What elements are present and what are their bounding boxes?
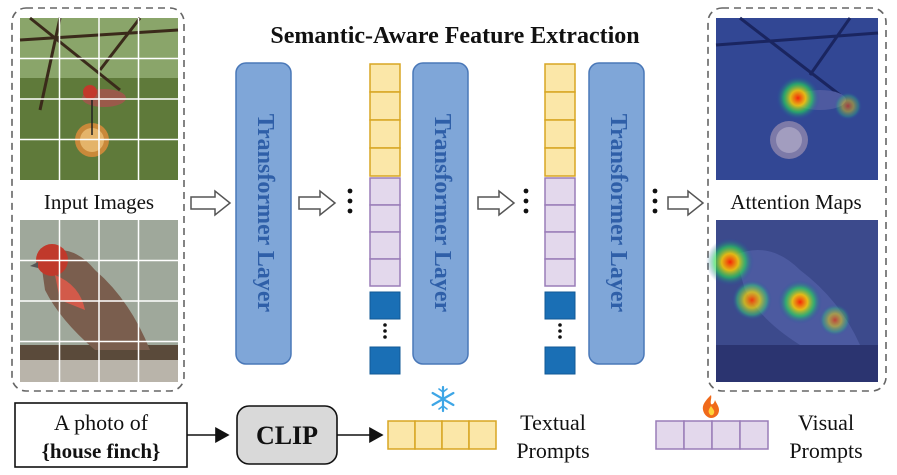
transformer-layer-2: Transformer Layer	[412, 62, 469, 365]
token-column-2	[544, 63, 576, 375]
input-image-2	[20, 220, 178, 382]
token-column-1	[369, 63, 401, 375]
flow-arrow-2	[298, 189, 337, 217]
visual-prompts-line-1: Visual	[798, 410, 854, 435]
clip-label: CLIP	[256, 421, 318, 450]
textual-prompts-line-1: Textual	[520, 410, 586, 435]
transformer-layer-3-label: Transformer Layer	[605, 114, 631, 313]
prompt-line-2: {house finch}	[42, 439, 161, 463]
input-image-1	[19, 16, 179, 180]
textual-prompts-line-2: Prompts	[516, 438, 589, 463]
diagram-title: Semantic-Aware Feature Extraction	[270, 23, 639, 49]
visual-prompts-line-2: Prompts	[789, 438, 862, 463]
prompt-text-box: A photo of {house finch}	[14, 402, 188, 468]
transformer-layer-3: Transformer Layer	[588, 62, 645, 365]
ellipsis-icon-2	[523, 188, 529, 214]
input-images-label: Input Images	[44, 190, 154, 214]
flow-arrow-1	[190, 189, 232, 217]
attention-map-1	[715, 16, 879, 180]
textual-prompt-tokens	[387, 420, 497, 450]
attention-map-2	[706, 220, 878, 382]
fire-icon	[702, 395, 719, 418]
flow-arrow-3	[477, 189, 516, 217]
clip-encoder: CLIP	[236, 405, 338, 465]
flow-arrow-4	[667, 189, 705, 217]
prompt-line-1: A photo of	[54, 410, 149, 435]
transformer-layer-2-label: Transformer Layer	[429, 114, 455, 313]
attention-maps-label: Attention Maps	[730, 190, 861, 214]
transformer-layer-1-label: Transformer Layer	[252, 114, 278, 313]
ellipsis-icon-3	[652, 188, 658, 214]
ellipsis-icon-1	[347, 188, 353, 214]
attention-maps-frame	[707, 7, 887, 392]
transformer-layer-1: Transformer Layer	[235, 62, 292, 365]
snowflake-icon	[431, 385, 455, 413]
visual-prompt-tokens	[655, 420, 769, 450]
input-images-frame	[11, 7, 185, 392]
